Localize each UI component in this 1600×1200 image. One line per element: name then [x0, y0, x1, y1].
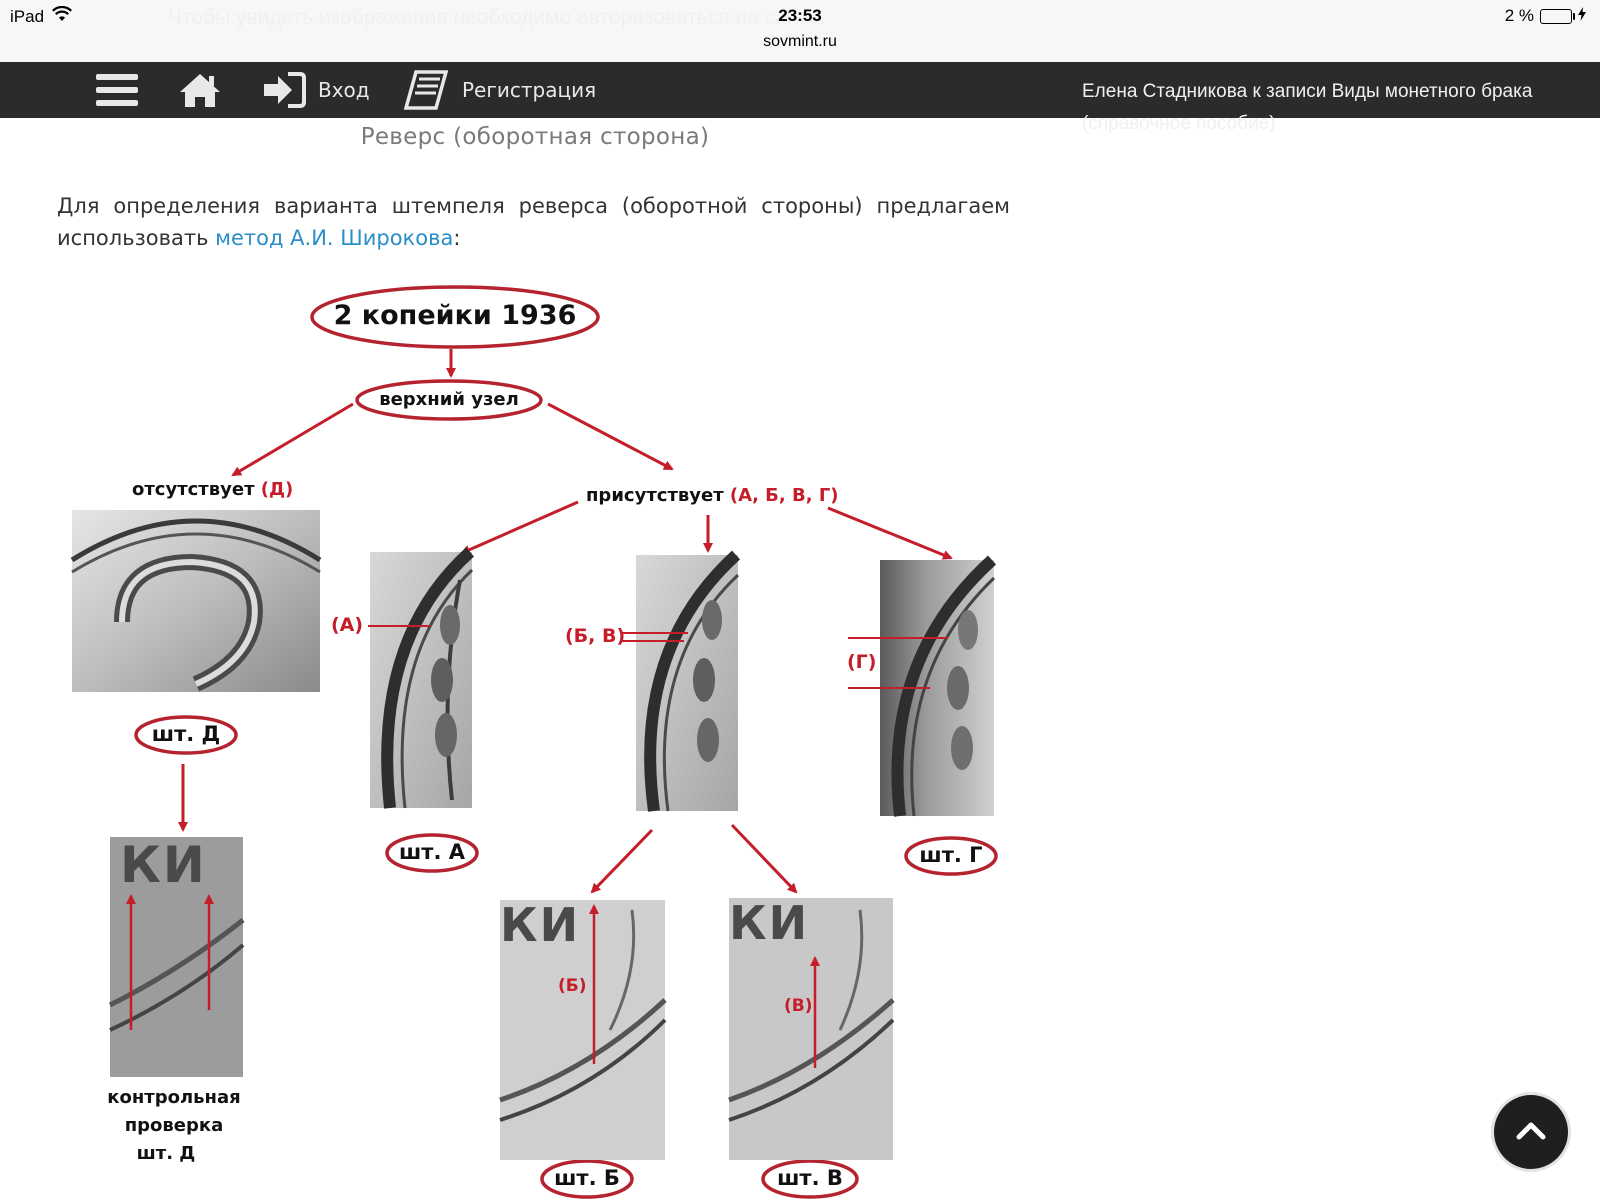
- login-label: Вход: [318, 78, 370, 102]
- address-bar-url[interactable]: sovmint.ru: [763, 33, 837, 50]
- intro-text: Для определения варианта штемпеля реверс…: [57, 194, 1010, 250]
- top-navbar: Елена Стадникова к записи Виды монетного…: [0, 62, 1600, 134]
- clock: 23:53: [778, 6, 822, 25]
- mark-v-label: (В): [784, 996, 813, 1016]
- absent-label: отсутствует (Д): [132, 479, 293, 500]
- control-check-caption: контрольная проверка шт. Д: [104, 1084, 244, 1168]
- die-variant-diagram: 2 копейки 1936 верхний узел отсутствует …: [0, 270, 1100, 1200]
- device-name: iPad: [10, 6, 45, 26]
- present-label: присутствует (А, Б, В, Г): [586, 485, 839, 506]
- arrow-node-absent: [231, 402, 354, 477]
- arrow-present-g: [827, 506, 953, 560]
- node-label: верхний узел: [379, 389, 519, 410]
- shirokov-method-link[interactable]: метод А.И. Широкова: [215, 226, 454, 250]
- mark-g-label: (Г): [847, 651, 877, 673]
- coin-bv-image: [636, 550, 741, 812]
- menu-button[interactable]: [96, 62, 138, 118]
- intro-end: :: [453, 226, 461, 250]
- coin-v-image: [728, 898, 895, 1160]
- present-text: присутствует: [586, 485, 724, 506]
- arrow-bv-b: [590, 828, 654, 894]
- battery-percent: 2 %: [1504, 6, 1534, 25]
- stamp-g-oval: [904, 836, 998, 876]
- absent-text: отсутствует: [132, 479, 255, 500]
- side-comment: Елена Стадникова к записи Виды монетного…: [1082, 81, 1533, 134]
- battery-icon: [1540, 8, 1575, 24]
- check-line-2: проверка: [124, 1115, 224, 1136]
- stamp-b-oval: [540, 1159, 634, 1199]
- check-line-3: шт. Д: [136, 1143, 196, 1164]
- stamp-d-oval: [134, 715, 238, 755]
- menu-icon: [96, 72, 138, 108]
- home-button[interactable]: [178, 62, 222, 118]
- mark-bv-label: (Б, В): [565, 625, 626, 647]
- register-icon: [404, 70, 448, 110]
- node-oval: [355, 379, 543, 421]
- arrow-present-a: [460, 500, 579, 555]
- absent-variants: (Д): [260, 479, 294, 500]
- auth-message: Чтобы увидеть изображения необходимо авт…: [168, 6, 826, 29]
- stamp-v-label: шт. В: [777, 1166, 843, 1190]
- stamp-v-oval: [761, 1159, 859, 1199]
- mark-b-label: (Б): [558, 976, 587, 996]
- home-icon: [178, 71, 222, 109]
- coin-b-image: [499, 900, 667, 1160]
- status-bar: Чтобы увидеть изображения необходимо авт…: [0, 0, 1600, 62]
- check-coin-letters: КИ: [120, 836, 207, 894]
- scroll-top-button[interactable]: [1494, 1095, 1568, 1169]
- login-icon: [264, 72, 306, 108]
- check-line-1: контрольная: [107, 1087, 241, 1108]
- arrow-node-present: [547, 402, 674, 471]
- root-label: 2 копейки 1936: [333, 300, 577, 331]
- stamp-a-oval: [385, 833, 479, 873]
- register-label: Регистрация: [462, 78, 597, 102]
- coin-a-image: [370, 547, 475, 809]
- login-link[interactable]: Вход: [264, 62, 370, 118]
- coin-g-image: [880, 555, 997, 817]
- register-link[interactable]: Регистрация: [404, 62, 596, 118]
- diagram-graphics: [70, 285, 998, 1199]
- stamp-a-label: шт. А: [398, 840, 465, 864]
- coin-v-letters: КИ: [729, 896, 810, 950]
- mark-a-label: (А): [331, 614, 364, 636]
- root-oval: [310, 285, 600, 349]
- status-left: iPad: [10, 5, 73, 27]
- stamp-d-label: шт. Д: [151, 722, 221, 746]
- charging-icon: [1578, 6, 1586, 26]
- arrow-bv-v: [730, 823, 798, 894]
- section-title: Реверс (оборотная сторона): [360, 124, 710, 150]
- chevron-up-icon: [1516, 1120, 1546, 1144]
- intro-paragraph: Для определения варианта штемпеля реверс…: [57, 190, 1010, 254]
- stamp-b-label: шт. Б: [554, 1166, 620, 1190]
- present-variants: (А, Б, В, Г): [729, 485, 839, 506]
- wifi-icon: [52, 5, 73, 27]
- coin-b-letters: КИ: [500, 898, 581, 952]
- coin-d-image: [70, 510, 322, 692]
- stamp-g-label: шт. Г: [919, 843, 983, 867]
- status-right: 2 %: [1505, 6, 1586, 26]
